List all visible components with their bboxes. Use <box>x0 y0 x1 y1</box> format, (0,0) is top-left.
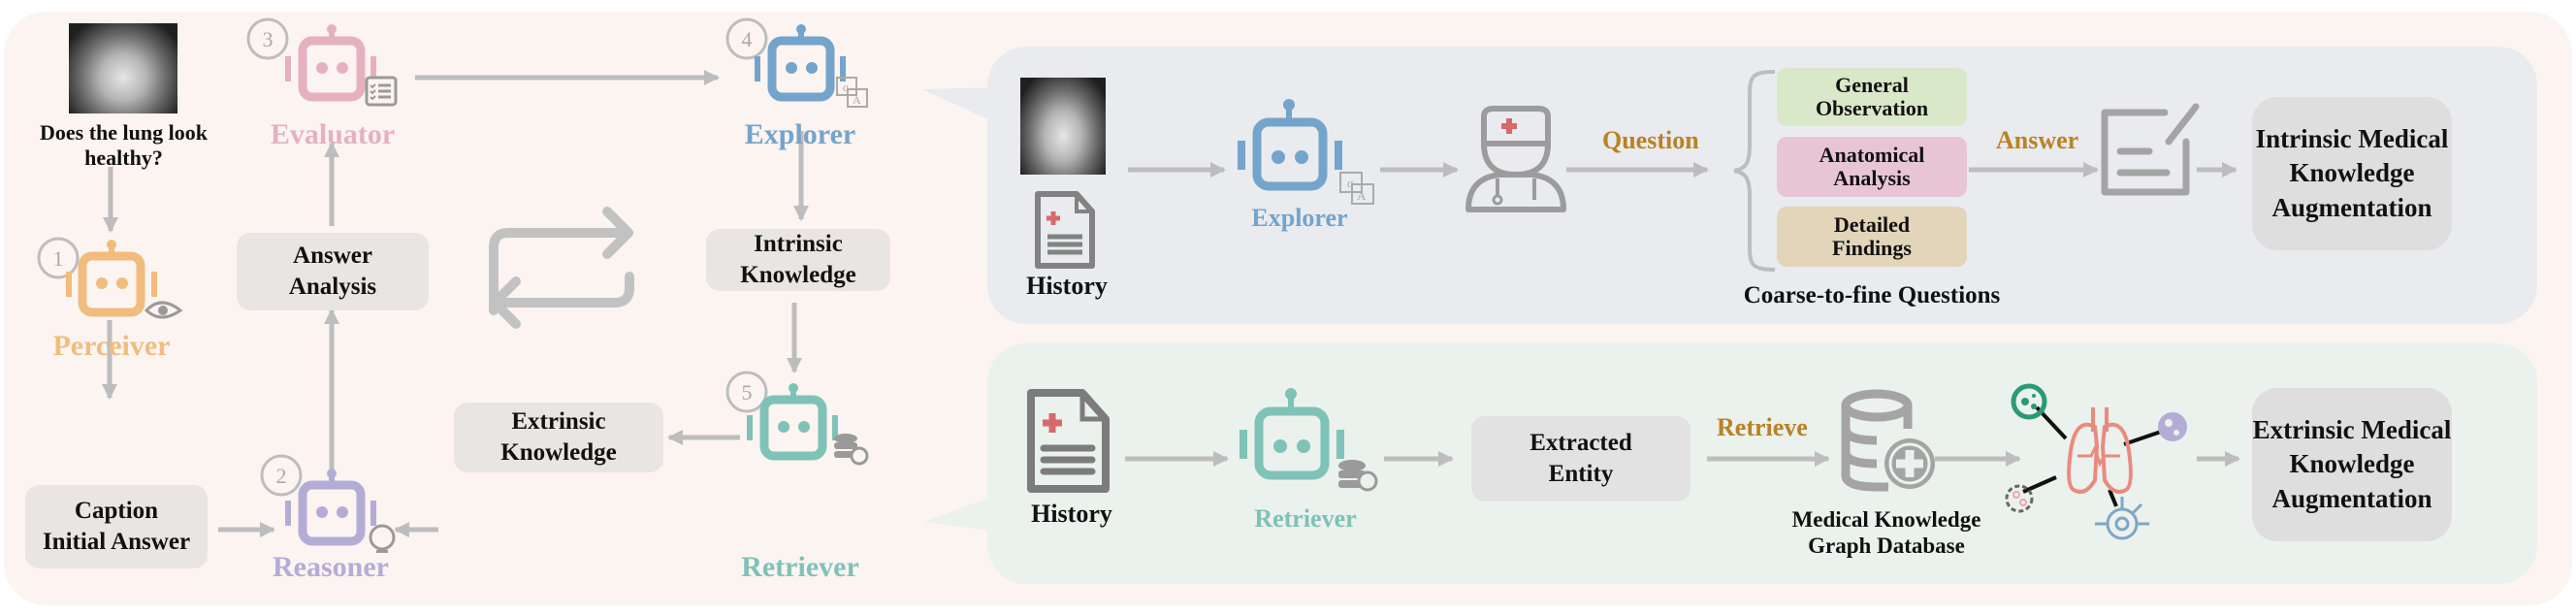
eye-icon <box>144 301 183 319</box>
lightbulb-icon <box>369 524 396 553</box>
panel-xray-image <box>1020 78 1106 175</box>
bottom-medical-record-icon <box>1027 389 1110 493</box>
database-caption: Medical Knowledge Graph Database <box>1775 506 1998 559</box>
agent-retriever: 5 <box>725 371 881 471</box>
general-line-2: Observation <box>1815 96 1929 120</box>
svg-text:q: q <box>843 81 849 94</box>
bottom-retriever-label: Retriever <box>1254 504 1357 533</box>
svg-text:2: 2 <box>276 464 287 488</box>
database-search-icon <box>1338 460 1378 492</box>
database-search-icon <box>834 434 869 466</box>
agent-perceiver: 1 <box>37 237 192 326</box>
bottom-history-label: History <box>1031 500 1112 528</box>
extrinsic-callout-pointer <box>923 495 999 532</box>
chest-xray-image <box>69 23 177 113</box>
anatomical-line-1: Anatomical <box>1819 143 1925 168</box>
detailed-line-2: Findings <box>1832 236 1912 260</box>
intrinsic-line-1: Intrinsic <box>754 230 843 257</box>
anatomical-line-2: Analysis <box>1833 166 1911 190</box>
explorer-robot-icon: 4 qA <box>725 17 868 108</box>
extrinsic-output-line-3: Augmentation <box>2271 483 2432 513</box>
coarse-to-fine-caption: Coarse-to-fine Questions <box>1743 282 2001 308</box>
checklist-icon <box>365 76 398 107</box>
retriever-robot-icon: 5 <box>725 371 869 466</box>
svg-text:1: 1 <box>53 246 64 271</box>
caption-line-1: Caption <box>74 497 159 524</box>
answer-analysis-line-1: Answer <box>293 242 372 269</box>
blue-virus-icon <box>2095 497 2149 540</box>
extrinsic-output-line-1: Extrinsic Medical <box>2252 415 2452 445</box>
top-history-label: History <box>1026 272 1108 300</box>
pink-cell-icon <box>2005 484 2034 513</box>
agent-evaluator-label: Evaluator <box>270 118 396 150</box>
extrinsic-output-line-2: Knowledge <box>2289 449 2415 479</box>
svg-text:q: q <box>1347 176 1354 190</box>
agent-retriever-label: Retriever <box>741 551 859 583</box>
repeat-icon <box>489 207 634 329</box>
perceiver-robot-icon: 1 <box>37 237 183 319</box>
entity-line-2: Entity <box>1548 461 1614 487</box>
agent-reasoner-label: Reasoner <box>273 551 389 583</box>
answer-label: Answer <box>1996 126 2079 154</box>
svg-text:3: 3 <box>263 27 274 51</box>
intrinsic-line-2: Knowledge <box>740 262 856 288</box>
agent-perceiver-label: Perceiver <box>52 330 171 362</box>
doctor-icon <box>1465 106 1566 212</box>
top-explorer-label: Explorer <box>1251 204 1348 232</box>
svg-text:A: A <box>853 93 861 107</box>
svg-text:4: 4 <box>742 27 753 51</box>
db-caption-line-2: Graph Database <box>1808 534 1965 559</box>
intrinsic-output-line-1: Intrinsic Medical <box>2255 124 2449 154</box>
bottom-retriever-robot-icon <box>1240 388 1378 492</box>
reasoner-robot-icon: 2 <box>260 454 396 553</box>
answer-analysis-line-2: Analysis <box>288 274 377 300</box>
agent-evaluator: 3 <box>246 17 402 118</box>
intrinsic-output-line-2: Knowledge <box>2289 158 2415 188</box>
entity-line-1: Extracted <box>1530 429 1632 456</box>
questions-brace <box>1733 70 1776 272</box>
knowledge-graph-icon <box>2005 383 2187 540</box>
general-line-1: General <box>1835 73 1909 98</box>
db-caption-line-1: Medical Knowledge <box>1791 507 1981 532</box>
svg-text:A: A <box>1357 188 1367 203</box>
intrinsic-callout-pointer <box>921 87 999 124</box>
svg-text:5: 5 <box>742 380 753 405</box>
retrieve-label: Retrieve <box>1717 413 1808 441</box>
green-virus-icon <box>2011 383 2047 420</box>
qa-icon: qA <box>1339 172 1374 205</box>
medical-record-icon <box>1035 191 1095 269</box>
input-question: Does the lung look healthy? <box>40 120 208 170</box>
agent-explorer-label: Explorer <box>744 118 856 150</box>
caption-line-2: Initial Answer <box>42 529 191 555</box>
detailed-line-1: Detailed <box>1833 212 1911 238</box>
evaluator-robot-icon: 3 <box>246 17 398 107</box>
lung-icon <box>2067 407 2133 494</box>
top-explorer-robot-icon: qA <box>1238 99 1374 205</box>
extrinsic-line-1: Extrinsic <box>511 407 606 435</box>
answer-document-icon <box>2101 103 2200 196</box>
agent-reasoner: 2 <box>260 454 415 553</box>
question-label: Question <box>1602 126 1699 154</box>
medical-database-icon <box>1841 389 1935 492</box>
qa-icon: qA <box>836 77 868 108</box>
purple-virus-icon <box>2158 412 2187 441</box>
extrinsic-line-2: Knowledge <box>500 439 617 466</box>
intrinsic-output-line-3: Augmentation <box>2271 192 2432 222</box>
